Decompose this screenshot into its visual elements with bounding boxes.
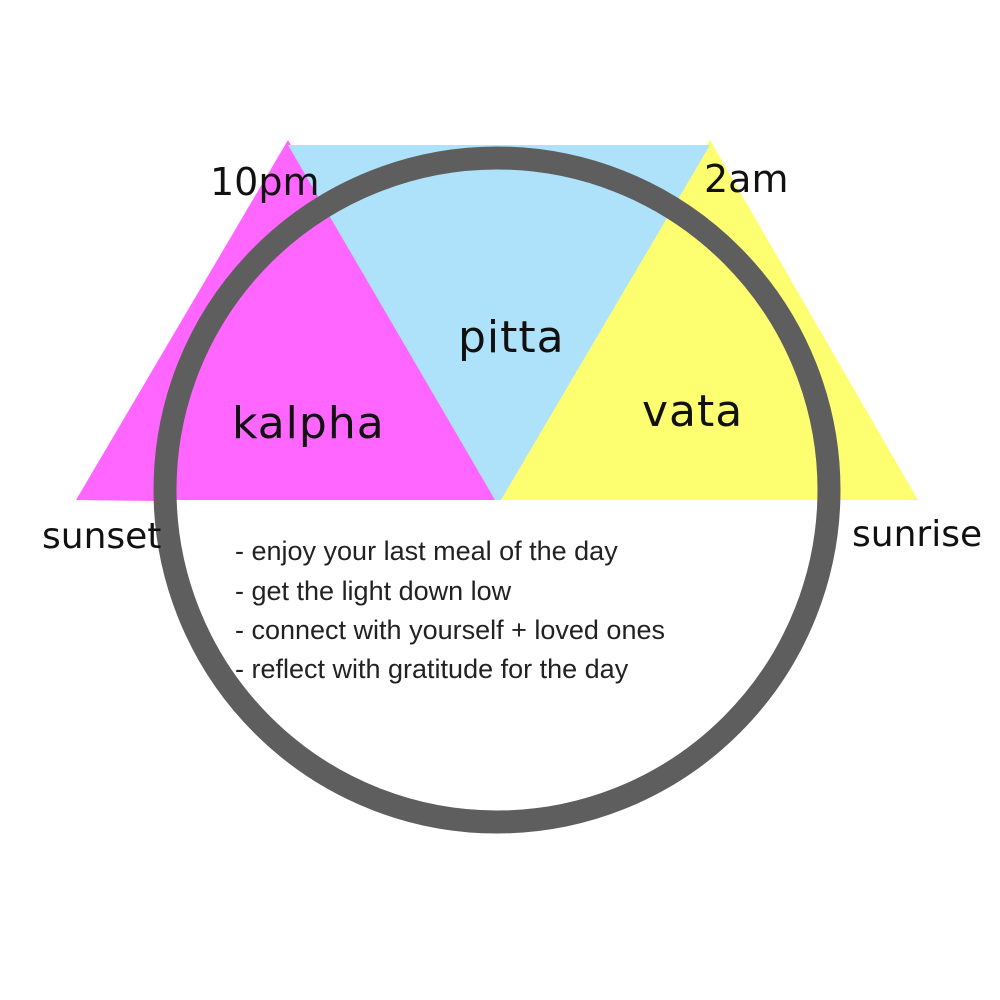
note-item: - enjoy your last meal of the day [235, 536, 618, 566]
time-2am-label: 2am [704, 157, 788, 201]
sunrise-label: sunrise [852, 514, 982, 555]
lower-half-fill [160, 500, 834, 837]
time-10pm-label: 10pm [210, 160, 320, 204]
pitta-triangle [288, 145, 710, 505]
sunset-label: sunset [42, 516, 161, 557]
note-item: - get the light down low [235, 576, 512, 606]
pitta-label: pitta [458, 312, 565, 363]
kalpha-label: kalpha [232, 398, 385, 449]
note-item: - connect with yourself + loved ones [235, 615, 665, 645]
note-item: - reflect with gratitude for the day [235, 654, 629, 684]
clock-ring [153, 146, 841, 834]
vata-label: vata [642, 386, 743, 437]
